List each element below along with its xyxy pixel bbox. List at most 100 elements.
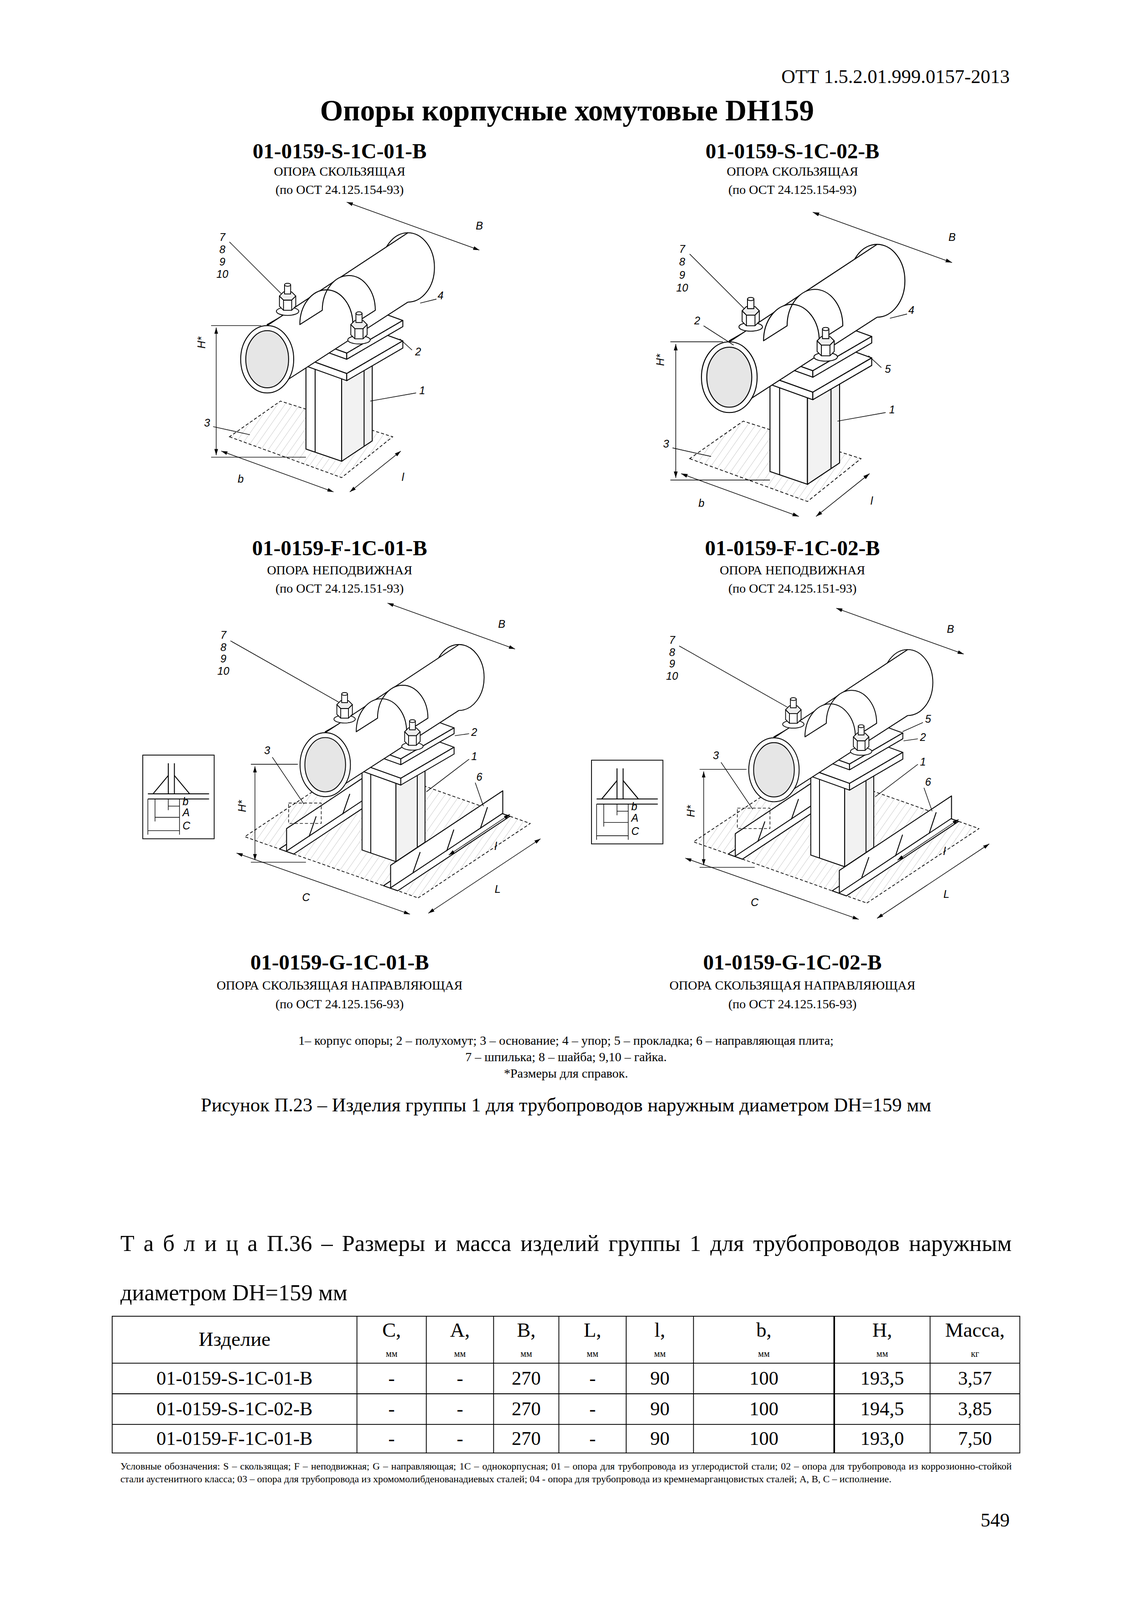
callout-number: 6 — [476, 770, 483, 784]
callout-number: 3 — [203, 416, 210, 430]
callout-number: 8 — [220, 641, 227, 654]
table-cell: 90 — [650, 1366, 670, 1390]
footnote: Условные обозначения: S – скользящая; F … — [120, 1459, 1012, 1485]
table-cell: - — [388, 1426, 395, 1450]
callout-number: L — [943, 888, 950, 901]
standard-ref: (по ОСТ 24.125.151-93) — [275, 581, 404, 596]
table-header: A, — [450, 1317, 470, 1342]
product-code: 01-0159-S-1C-02-B — [705, 138, 880, 164]
callout-number: 9 — [219, 255, 226, 269]
product-code: 01-0159-S-1C-01-B — [252, 138, 427, 164]
note: *Размеры для справок. — [503, 1065, 628, 1080]
table-cell: 100 — [749, 1426, 779, 1450]
support-type: ОПОРА НЕПОДВИЖНАЯ — [719, 562, 865, 578]
standard-ref: (по ОСТ 24.125.151-93) — [728, 581, 857, 596]
table-cell: 270 — [511, 1366, 541, 1390]
table-cell: 3,85 — [958, 1397, 992, 1420]
callout-number: L — [494, 882, 501, 896]
support-drawing-3 — [142, 602, 541, 914]
callout-number: 9 — [679, 269, 685, 282]
callout-number: H* — [654, 353, 667, 366]
table-cell: - — [589, 1366, 596, 1390]
product-code: 01-0159-G-1C-01-B — [250, 949, 430, 975]
table-unit: мм — [454, 1348, 466, 1359]
callout-number: b — [182, 795, 189, 808]
callout-number: 7 — [219, 231, 226, 244]
table-cell: - — [388, 1366, 395, 1390]
callout-number: 7 — [220, 629, 227, 642]
table-cell: 100 — [749, 1397, 779, 1420]
table-cell: - — [456, 1366, 463, 1390]
table-cell: 100 — [749, 1366, 779, 1390]
table-header: Масса, — [944, 1317, 1005, 1342]
callout-number: 5 — [884, 363, 891, 376]
table-cell: - — [456, 1426, 463, 1450]
table-cell: 193,5 — [860, 1366, 905, 1390]
callout-number: 7 — [669, 634, 675, 647]
table-cell: 90 — [650, 1426, 670, 1450]
callout-number: b — [631, 800, 638, 813]
standard-ref: (по ОСТ 24.125.156-93) — [728, 996, 857, 1011]
standard-ref: (по ОСТ 24.125.154-93) — [275, 182, 404, 198]
callout-number: l — [870, 494, 873, 508]
callout-number: 2 — [919, 731, 926, 744]
table-header: C, — [382, 1317, 401, 1342]
callout-number: 10 — [217, 664, 230, 678]
table-unit: кг — [970, 1348, 980, 1359]
callout-number: b — [237, 472, 244, 486]
table-unit: мм — [653, 1348, 666, 1359]
table-unit: мм — [520, 1348, 532, 1359]
callout-number: l — [943, 845, 946, 858]
page-title: Опоры корпусные хомутовые DH159 — [320, 93, 815, 128]
callout-number: 10 — [676, 281, 689, 295]
support-type: ОПОРА СКОЛЬЗЯЩАЯ — [274, 164, 406, 179]
callout-number: 1 — [419, 384, 426, 397]
table-cell: 270 — [511, 1397, 541, 1420]
table-cell: - — [589, 1426, 596, 1450]
callout-number: 9 — [669, 657, 675, 670]
callout-number: B — [475, 220, 483, 233]
table-cell: 90 — [650, 1397, 670, 1420]
product-code: 01-0159-F-1C-02-B — [705, 535, 881, 561]
callout-number: 9 — [220, 652, 227, 665]
callout-number: 6 — [924, 776, 931, 789]
callout-number: B — [948, 231, 956, 244]
callout-number: B — [498, 617, 506, 631]
callout-number: 8 — [679, 256, 685, 269]
parts-list: 7 – шпилька; 8 – шайба; 9,10 – гайка. — [465, 1049, 667, 1064]
callout-number: C — [301, 891, 310, 904]
table-header: H, — [872, 1317, 893, 1342]
callout-number: 3 — [264, 744, 270, 757]
table-unit: мм — [586, 1348, 599, 1359]
standard-ref: (по ОСТ 24.125.154-93) — [728, 182, 857, 198]
callout-number: 7 — [679, 243, 685, 256]
callout-number: H* — [236, 799, 250, 812]
figure-caption: Рисунок П.23 – Изделия группы 1 для труб… — [200, 1093, 932, 1116]
callout-number: A — [631, 811, 639, 825]
table-cell: 01-0159-S-1C-02-B — [156, 1397, 313, 1420]
callout-number: 4 — [437, 289, 444, 302]
callout-number: 3 — [663, 438, 670, 451]
table-header: B, — [516, 1317, 536, 1342]
table-unit: мм — [757, 1348, 770, 1359]
parts-list: 1– корпус опоры; 2 – полухомут; 3 – осно… — [298, 1032, 834, 1048]
table-cell: 193,0 — [860, 1426, 905, 1450]
table-header: L, — [583, 1317, 602, 1342]
table-header: b, — [756, 1317, 772, 1342]
callout-number: C — [631, 824, 639, 838]
support-type: ОПОРА СКОЛЬЗЯЩАЯ НАПРАВЛЯЮЩАЯ — [669, 977, 916, 993]
product-code: 01-0159-G-1C-02-B — [703, 949, 882, 975]
callout-number: 8 — [219, 243, 226, 256]
callout-number: b — [698, 497, 705, 510]
table-unit: мм — [385, 1348, 398, 1359]
callout-number: 2 — [415, 345, 421, 358]
callout-number: C — [750, 896, 759, 909]
table-grid — [112, 1315, 1020, 1453]
callout-number: 10 — [666, 669, 679, 683]
support-drawing-4 — [591, 607, 990, 919]
support-type: ОПОРА НЕПОДВИЖНАЯ — [266, 562, 412, 578]
page-number: 549 — [980, 1508, 1010, 1531]
support-type: ОПОРА СКОЛЬЗЯЩАЯ — [726, 164, 859, 179]
table-cell: - — [388, 1397, 395, 1420]
table-cell: 01-0159-S-1C-01-B — [156, 1366, 313, 1390]
